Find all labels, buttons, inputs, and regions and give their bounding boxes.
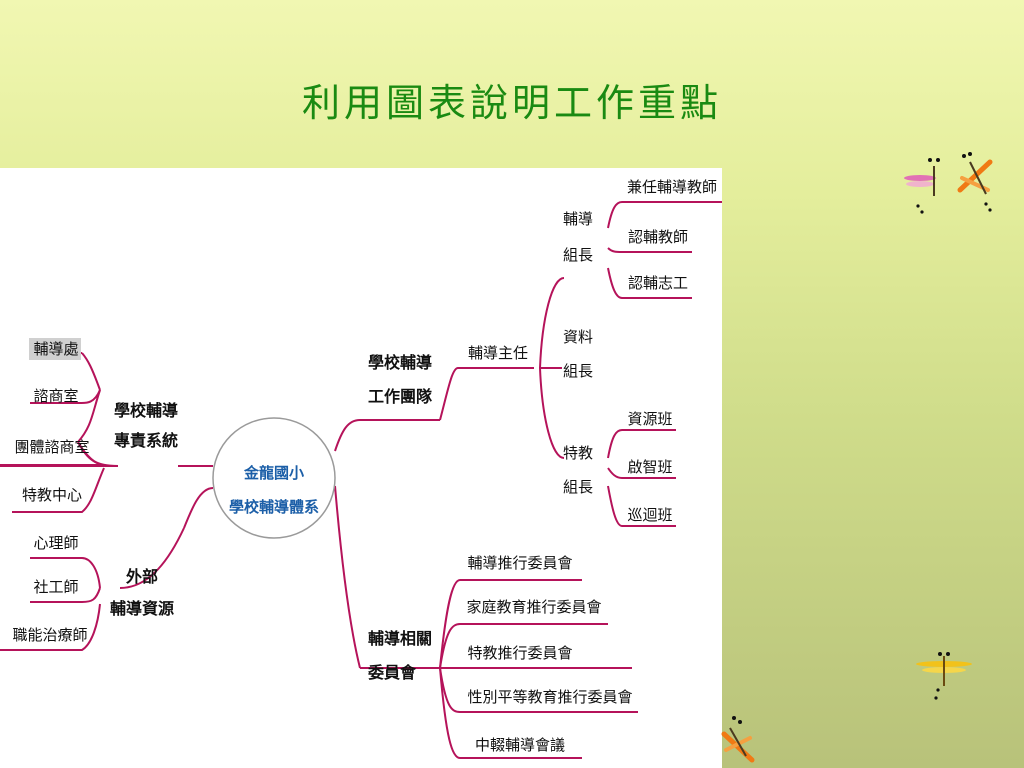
node-part-time-teacher: 兼任輔導教師	[627, 178, 717, 196]
node-committee-counseling: 輔導推行委員會	[467, 554, 572, 572]
node-committee-gender-equity: 性別平等教育推行委員會	[467, 688, 632, 706]
branch-label-school-system-2: 專責系統	[114, 431, 178, 450]
node-social-worker: 社工師	[33, 578, 78, 596]
node-counseling-office: 輔導處	[33, 340, 78, 358]
center-label-line2: 學校輔導體系	[229, 498, 319, 516]
node-intellect-class: 啟智班	[627, 458, 672, 476]
branch-lines	[0, 201, 722, 759]
group-label-data-1: 資料	[563, 328, 593, 346]
node-dropout-meeting: 中輟輔導會議	[475, 736, 565, 754]
branch-label-external-2: 輔導資源	[110, 599, 174, 618]
dragonfly-icon	[916, 652, 972, 700]
branch-label-external-1: 外部	[125, 567, 158, 586]
branch-label-team-1: 學校輔導	[368, 353, 432, 372]
node-itinerant-class: 巡迴班	[627, 506, 672, 524]
center-node	[212, 417, 336, 539]
node-special-ed-center: 特教中心	[22, 486, 82, 504]
node-resource-class: 資源班	[627, 410, 672, 428]
selected-node-highlight	[29, 338, 81, 360]
node-occupational-therapist: 職能治療師	[12, 626, 87, 644]
group-label-counsel-1: 輔導	[563, 210, 593, 228]
branch-label-school-system-1: 學校輔導	[114, 401, 178, 420]
branch-label-team-2: 工作團隊	[368, 387, 433, 406]
node-mentor-volunteer: 認輔志工	[628, 274, 688, 292]
node-director: 輔導主任	[468, 344, 528, 362]
slide-title: 利用圖表說明工作重點	[301, 81, 722, 125]
dragonfly-icon	[721, 716, 755, 763]
center-label-line1: 金龍國小	[243, 464, 304, 482]
group-label-special-2: 組長	[563, 478, 593, 496]
group-label-counsel-2: 組長	[563, 246, 593, 264]
group-label-data-2: 組長	[563, 362, 593, 380]
node-psychologist: 心理師	[33, 534, 78, 552]
node-mentor-teacher: 認輔教師	[628, 228, 688, 246]
node-group-consult-room: 團體諮商室	[14, 438, 89, 456]
branch-label-committee-2: 委員會	[367, 663, 417, 682]
dragonfly-pair-icon	[904, 152, 993, 214]
node-committee-special-ed: 特教推行委員會	[467, 644, 572, 662]
mindmap-panel: 金龍國小 學校輔導體系 學校輔導 專責系統 輔導處 諮商室 團體諮商室 特教中心…	[0, 168, 722, 768]
mindmap-diagram: 金龍國小 學校輔導體系 學校輔導 專責系統 輔導處 諮商室 團體諮商室 特教中心…	[0, 178, 722, 759]
node-committee-family-ed: 家庭教育推行委員會	[466, 598, 601, 616]
node-consult-room: 諮商室	[33, 387, 78, 405]
branch-label-committee-1: 輔導相關	[368, 629, 432, 648]
group-label-special-1: 特教	[563, 444, 593, 462]
